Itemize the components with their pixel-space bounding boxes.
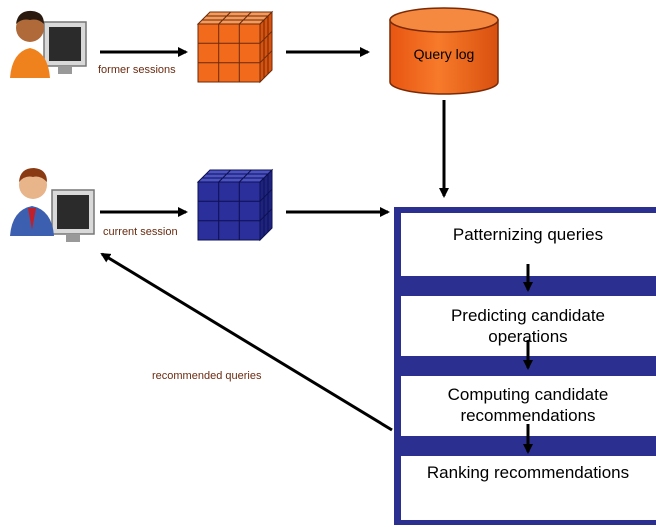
arrow-recommendations-to-user <box>100 252 393 432</box>
step-label-computing: Computing candidate recommendations <box>447 385 609 425</box>
step-label-patternizing: Patternizing queries <box>452 225 604 244</box>
former-data-cube-icon <box>196 10 274 84</box>
current-data-cube-icon <box>196 168 274 242</box>
current-user-icon <box>10 168 95 242</box>
former-sessions-label: former sessions <box>98 64 176 76</box>
step-label-predicting: Predicting candidate operations <box>450 306 606 346</box>
query-log-database-icon <box>389 7 499 95</box>
step-label-ranking: Ranking recommendations <box>426 463 630 482</box>
query-log-label: Query log <box>413 46 475 62</box>
current-session-label: current session <box>103 226 178 238</box>
step-box-4 <box>401 456 656 520</box>
recommended-queries-label: recommended queries <box>152 370 262 382</box>
former-user-icon <box>10 10 87 78</box>
